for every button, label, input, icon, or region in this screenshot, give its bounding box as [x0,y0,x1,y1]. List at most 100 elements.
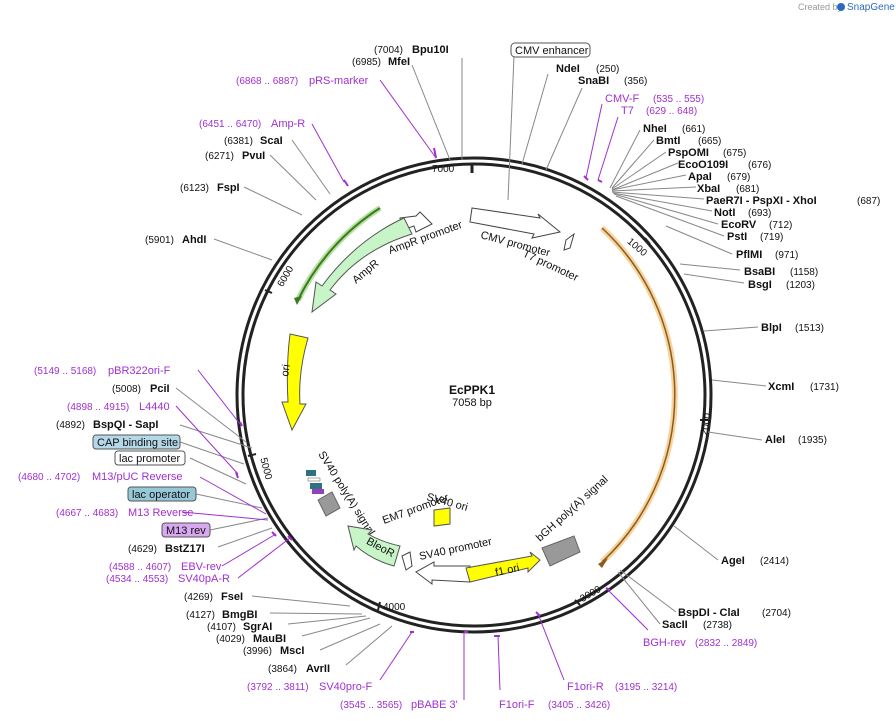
enzyme-name: BlpI [761,322,782,334]
enzyme-name: NotI [714,207,735,219]
enzyme-name: SnaBI [578,75,609,87]
ampr-arrow [311,217,413,314]
sv40-polya-box [317,491,341,517]
enzyme-name: FseI [221,591,243,603]
enzyme-pos: (4269) [184,592,213,603]
credit-brand: SnapGene [847,2,895,13]
primer-pos: (6451 .. 6470) [199,119,261,130]
enzyme-pos: (4127) [186,610,215,621]
enzyme-name: ScaI [260,135,283,147]
enzyme-name: MauBI [253,633,286,645]
primer-pos: (4534 .. 4553) [106,574,168,585]
enzyme-pos: (1935) [798,435,827,446]
sv40-promoter-label: SV40 promoter [418,536,493,563]
primer-pos: (3405 .. 3426) [548,700,610,711]
primer-name: Amp-R [271,118,305,130]
enzyme-pos: (6271) [205,151,234,162]
enzyme-pos: (676) [748,160,771,171]
cmv-enhancer-label: CMV enhancer [515,45,589,57]
primer-pos: (3792 .. 3811) [247,682,309,693]
bleor-arrow [347,525,401,567]
enzyme-pos: (5008) [112,384,141,395]
enzyme-name: AgeI [721,555,745,567]
enzyme-name: BmtI [656,135,680,147]
enzyme-pos: (661) [682,124,705,135]
enzyme-name: FspI [217,182,240,194]
enzyme-pos: (6985) [352,57,381,68]
primer-name: T7 [621,105,634,117]
primer-pos: (3545 .. 3565) [340,700,402,711]
primer-pos: (6868 .. 6887) [236,76,298,87]
sv40-promoter-arrow [415,561,471,585]
lac-promoter-label: lac promoter [119,453,180,465]
primer-name: BGH-rev [643,637,686,649]
t7-promoter-label: T7 promoter [521,248,581,284]
enzyme-pos: (719) [760,232,783,243]
enzyme-name: XcmI [768,381,794,393]
enzyme-name: BsgI [748,279,772,291]
snapgene-logo-icon [837,3,845,11]
enzyme-pos: (3996) [243,646,272,657]
lac-small-box-4 [312,489,324,494]
f1-ori-label: f1 ori [494,562,520,579]
plasmid-name: EcPPK1 [449,383,495,397]
enzyme-name: SgrAI [243,621,272,633]
m13-rev-box: M13 rev [161,522,211,538]
tick-2000: 2000 [699,412,714,436]
enzyme-name: BspDI - ClaI [678,607,740,619]
enzyme-pos: (971) [775,250,798,261]
enzyme-pos: (4029) [216,634,245,645]
primer-pos: (629 .. 648) [646,106,697,117]
ampr-arc-head [294,296,302,305]
primer-name: M13 Reverse [128,507,193,519]
enzyme-name: AleI [765,434,785,446]
ori-arrow [281,333,309,432]
enzyme-pos: (1731) [810,382,839,393]
enzyme-labels: (7004) Bpu10I (6985) MfeI NdeI (250) Sna… [56,44,880,675]
enzyme-name: BsaBI [744,266,775,278]
cmv-enhancer-box: CMV enhancer [510,42,591,58]
em7-promoter-arrow [401,551,413,571]
enzyme-pos: (679) [727,172,750,183]
enzyme-pos: (1203) [786,280,815,291]
primer-marks [235,147,611,637]
primer-pos: (4588 .. 4607) [109,562,171,573]
enzyme-pos: (2704) [762,608,791,619]
enzyme-name: PciI [150,383,170,395]
primer-labels: (6868 .. 6887) pRS-marker (6451 .. 6470)… [18,75,757,711]
cap-binding-site-label: CAP binding site [97,437,178,449]
enzyme-name: BspQI - SapI [93,419,158,431]
enzyme-pos: (1158) [790,267,818,278]
snapgene-credit: Created by SnapGene [798,2,895,13]
primer-name: pBR322ori-F [108,365,171,377]
lac-small-box-2 [307,477,321,482]
lac-small-box-3 [310,483,322,489]
primer-name: SV40pro-F [319,681,372,693]
enzyme-name: BstZ17I [165,543,205,555]
bgh-polya-label: bGH poly(A) signal [534,474,611,545]
enzyme-name: EcoO109I [678,159,728,171]
lac-small-box-1 [306,470,316,476]
enzyme-pos: (712) [769,220,792,231]
enzyme-name: NheI [643,123,667,135]
sv40-ori-box [433,507,451,527]
lac-operator-box: lac operator [127,486,197,502]
enzyme-pos: (6381) [224,136,253,147]
enzyme-name: EcoRV [721,219,757,231]
primer-pos: (4667 .. 4683) [56,508,118,519]
enzyme-name: PflMI [736,249,762,261]
enzyme-name: AvrII [306,663,330,675]
primer-name: M13/pUC Reverse [92,471,182,483]
lac-operator-label: lac operator [132,489,190,501]
enzyme-name: PvuI [242,150,265,162]
enzyme-pos: (4629) [128,544,157,555]
primer-pos: (5149 .. 5168) [34,366,96,377]
enzyme-pos: (3864) [268,664,297,675]
enzyme-name: MscI [280,645,304,657]
enzyme-name: SacII [662,619,688,631]
f1-ori-arc-highlight [599,225,678,565]
primer-lines [175,79,649,700]
enzyme-pos: (687) [857,196,880,207]
primer-name: SV40pA-R [178,573,230,585]
